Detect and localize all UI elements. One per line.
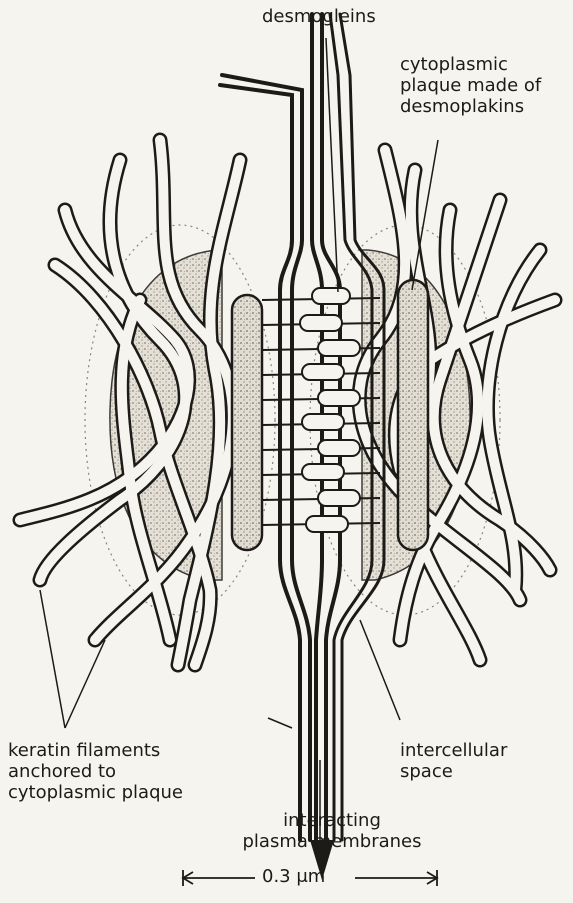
label-keratin-filaments: keratin filaments anchored to cytoplasmi… [8,740,183,803]
label-plasma-membranes: interacting plasma membranes [236,810,428,852]
label-desmogleins: desmogleins [262,6,376,27]
label-intercellular-space: intercellular space [400,740,507,782]
label-scale: 0.3 μm [262,866,325,887]
label-cytoplasmic-plaque: cytoplasmic plaque made of desmoplakins [400,54,541,117]
